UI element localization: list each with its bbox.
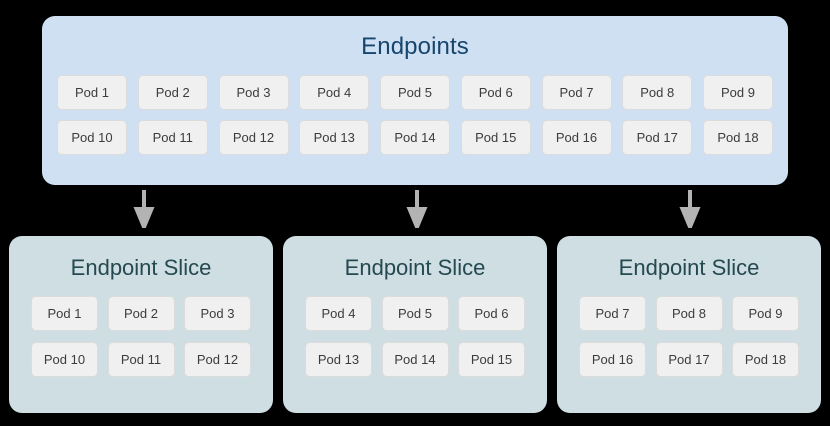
pod-chip: Pod 12 [184,342,251,377]
endpoints-pod-row: Pod 1 Pod 2 Pod 3 Pod 4 Pod 5 Pod 6 Pod … [57,75,773,110]
pod-chip: Pod 17 [622,120,693,155]
pod-chip: Pod 10 [57,120,127,155]
endpoint-slice-pod-row: Pod 4 Pod 5 Pod 6 [305,296,525,331]
endpoint-slice-pod-row: Pod 16 Pod 17 Pod 18 [579,342,799,377]
pod-chip: Pod 1 [57,75,127,110]
pod-chip: Pod 7 [579,296,646,331]
endpoint-slice-pod-row: Pod 7 Pod 8 Pod 9 [579,296,799,331]
pod-chip: Pod 2 [107,296,175,331]
pod-chip: Pod 18 [703,120,773,155]
pod-chip: Pod 16 [541,120,612,155]
endpoint-slice-pod-row: Pod 13 Pod 14 Pod 15 [305,342,525,377]
endpoint-slice-panel-1: Endpoint Slice Pod 1 Pod 2 Pod 3 Pod 10 … [9,236,273,413]
pod-chip: Pod 8 [655,296,723,331]
pod-chip: Pod 18 [732,342,799,377]
pod-chip: Pod 13 [305,342,372,377]
endpoint-slice-title: Endpoint Slice [344,255,486,280]
pod-chip: Pod 10 [31,342,98,377]
pod-chip: Pod 4 [305,296,372,331]
endpoint-slice-pod-row: Pod 10 Pod 11 Pod 12 [31,342,251,377]
pod-chip: Pod 3 [184,296,251,331]
endpoint-slice-pod-grid: Pod 1 Pod 2 Pod 3 Pod 10 Pod 11 Pod 12 [9,296,273,377]
pod-chip: Pod 15 [458,342,525,377]
pod-chip: Pod 3 [218,75,289,110]
pod-chip: Pod 1 [31,296,98,331]
endpoint-slices-row: Endpoint Slice Pod 1 Pod 2 Pod 3 Pod 10 … [9,236,821,413]
endpoint-slice-pod-row: Pod 1 Pod 2 Pod 3 [31,296,251,331]
pod-chip: Pod 9 [703,75,773,110]
pod-chip: Pod 8 [622,75,693,110]
endpoints-pod-grid: Pod 1 Pod 2 Pod 3 Pod 4 Pod 5 Pod 6 Pod … [42,75,788,155]
endpoint-slice-pod-grid: Pod 7 Pod 8 Pod 9 Pod 16 Pod 17 Pod 18 [557,296,821,377]
pod-chip: Pod 6 [460,75,531,110]
endpoint-slice-title: Endpoint Slice [70,255,212,280]
pod-chip: Pod 4 [299,75,370,110]
pod-chip: Pod 15 [460,120,531,155]
pod-chip: Pod 5 [380,75,450,110]
pod-chip: Pod 12 [218,120,289,155]
arrow-down-icon-2 [404,190,430,228]
pod-chip: Pod 16 [579,342,646,377]
pod-chip: Pod 2 [137,75,208,110]
pod-chip: Pod 9 [732,296,799,331]
pod-chip: Pod 6 [458,296,525,331]
endpoint-slice-panel-3: Endpoint Slice Pod 7 Pod 8 Pod 9 Pod 16 … [557,236,821,413]
pod-chip: Pod 7 [541,75,612,110]
endpoints-title: Endpoints [361,33,469,60]
endpoint-slice-title: Endpoint Slice [618,255,760,280]
arrow-down-icon-3 [677,190,703,228]
endpoint-slice-pod-grid: Pod 4 Pod 5 Pod 6 Pod 13 Pod 14 Pod 15 [283,296,547,377]
endpoints-pod-row: Pod 10 Pod 11 Pod 12 Pod 13 Pod 14 Pod 1… [57,120,773,155]
pod-chip: Pod 11 [107,342,175,377]
pod-chip: Pod 13 [299,120,370,155]
pod-chip: Pod 5 [381,296,449,331]
pod-chip: Pod 14 [380,120,450,155]
pod-chip: Pod 17 [655,342,723,377]
pod-chip: Pod 14 [381,342,449,377]
endpoint-slice-panel-2: Endpoint Slice Pod 4 Pod 5 Pod 6 Pod 13 … [283,236,547,413]
arrow-down-icon-1 [131,190,157,228]
endpoints-panel: Endpoints Pod 1 Pod 2 Pod 3 Pod 4 Pod 5 … [42,16,788,185]
pod-chip: Pod 11 [137,120,208,155]
